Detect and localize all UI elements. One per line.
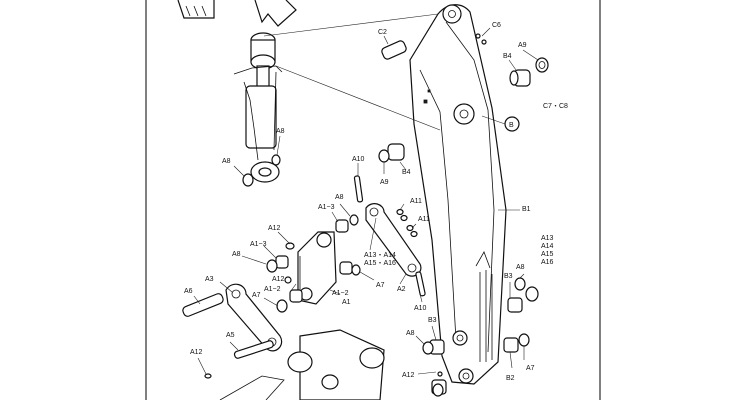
label-a8-right: A8: [516, 264, 525, 271]
label-a12-bottom: A12: [402, 372, 415, 379]
bolt-a10-bottom: [415, 271, 426, 297]
label-a1-2-right: A1−2: [332, 290, 349, 297]
label-a6: A6: [184, 288, 193, 295]
bushing-a1-3-right: [335, 219, 349, 233]
bushing-b4-top: [509, 69, 531, 87]
pin-a6: [182, 293, 224, 317]
label-a15: A15: [541, 251, 554, 258]
tooth-adapter-part: [254, 0, 297, 27]
bushing-a1-2-right: [339, 261, 353, 275]
spring-pin-a12-top: [285, 242, 295, 250]
bushing-a1-3-left: [275, 255, 289, 269]
pin-a5: [233, 340, 274, 359]
label-a9-top: A9: [518, 42, 527, 49]
label-a8-bottom: A8: [406, 330, 415, 337]
label-a8-link: A8: [335, 194, 344, 201]
washer-a8-left: [242, 173, 254, 187]
bushing-b4-mid: [387, 143, 405, 161]
boom-b1: [409, 4, 507, 385]
label-a7-right: A7: [526, 365, 535, 372]
bucket-teeth-part: [177, 0, 215, 19]
label-a1: A1: [342, 299, 351, 306]
washer-a7-bottom: [432, 383, 444, 397]
pin-c2: [381, 40, 407, 60]
washer-a8-right: [514, 277, 526, 291]
leader-lines: [193, 27, 539, 375]
bolt-a10-top: [353, 175, 364, 203]
seal-a1-2: [284, 276, 292, 284]
washer-a8-left-link: [266, 259, 278, 273]
bushing-b3-right: [507, 297, 523, 313]
label-a11-upper: A11: [410, 198, 422, 205]
label-a8-cylinder: A8: [276, 128, 285, 135]
label-a5: A5: [226, 332, 235, 339]
label-a13: A13: [541, 235, 554, 242]
washer-a7-left: [276, 299, 288, 313]
shim-a11: [396, 208, 418, 238]
label-a12-upper: A12: [268, 225, 281, 232]
washer-a8-top: [271, 154, 281, 166]
label-a3: A3: [205, 276, 214, 283]
washer-a8-mid: [349, 214, 359, 226]
label-a1-3-lower: A1−3: [250, 241, 267, 248]
label-b-circle: B: [509, 122, 514, 129]
label-a12-left: A12: [190, 349, 203, 356]
label-a10-top: A10: [352, 156, 365, 163]
label-b3-bottom: B3: [428, 317, 437, 324]
bucket-partial: [219, 329, 385, 400]
washer-c6: [475, 33, 487, 45]
washer-a9-mid: [378, 149, 390, 163]
label-a8-lower: A8: [232, 251, 241, 258]
label-a16: A16: [541, 259, 554, 266]
assembly-line-1: [275, 65, 441, 131]
bushing-b2-right: [503, 337, 519, 353]
link-a3: [225, 283, 283, 352]
label-a9-mid: A9: [380, 179, 389, 186]
label-c6: C6: [492, 22, 501, 29]
label-c2: C2: [378, 29, 387, 36]
washer-a9-top: [535, 57, 549, 73]
label-a1-2-left: A1−2: [264, 286, 281, 293]
shim-a13-a16: [525, 286, 539, 302]
assembly-line-2: [263, 13, 439, 37]
label-a8-left: A8: [222, 158, 231, 165]
label-a2: A2: [397, 286, 406, 293]
label-a10-bottom: A10: [414, 305, 427, 312]
washer-a7-far-right: [518, 333, 530, 347]
label-a14: A14: [541, 243, 554, 250]
label-a1-3-upper: A1−3: [318, 204, 335, 211]
label-a13-a14: A13・A14: [364, 252, 396, 259]
label-a7-left: A7: [252, 292, 261, 299]
label-b2: B2: [506, 375, 515, 382]
spring-pin-a12-right: [437, 371, 443, 377]
washer-a8-bottom: [422, 341, 434, 355]
spring-pin-a12-bottom: [204, 373, 212, 379]
label-c7-c8: C7・C8: [543, 103, 568, 110]
label-b1: B1: [522, 206, 531, 213]
link-a1: [297, 231, 337, 305]
label-b4-top: B4: [503, 53, 512, 60]
label-b4-mid: B4: [402, 169, 411, 176]
bushing-a1-2-left: [289, 289, 303, 303]
label-a11-lower: A11: [418, 216, 430, 223]
arm-cylinder: [233, 32, 283, 183]
washer-a7-right: [351, 264, 361, 276]
label-b3-right: B3: [504, 273, 513, 280]
callout-leader-b: [481, 115, 506, 125]
label-a12-mid: A12: [272, 276, 285, 283]
label-a15-a16: A15・A16: [364, 260, 396, 267]
label-a7-mid: A7: [376, 282, 385, 289]
link-a2: [365, 203, 422, 277]
